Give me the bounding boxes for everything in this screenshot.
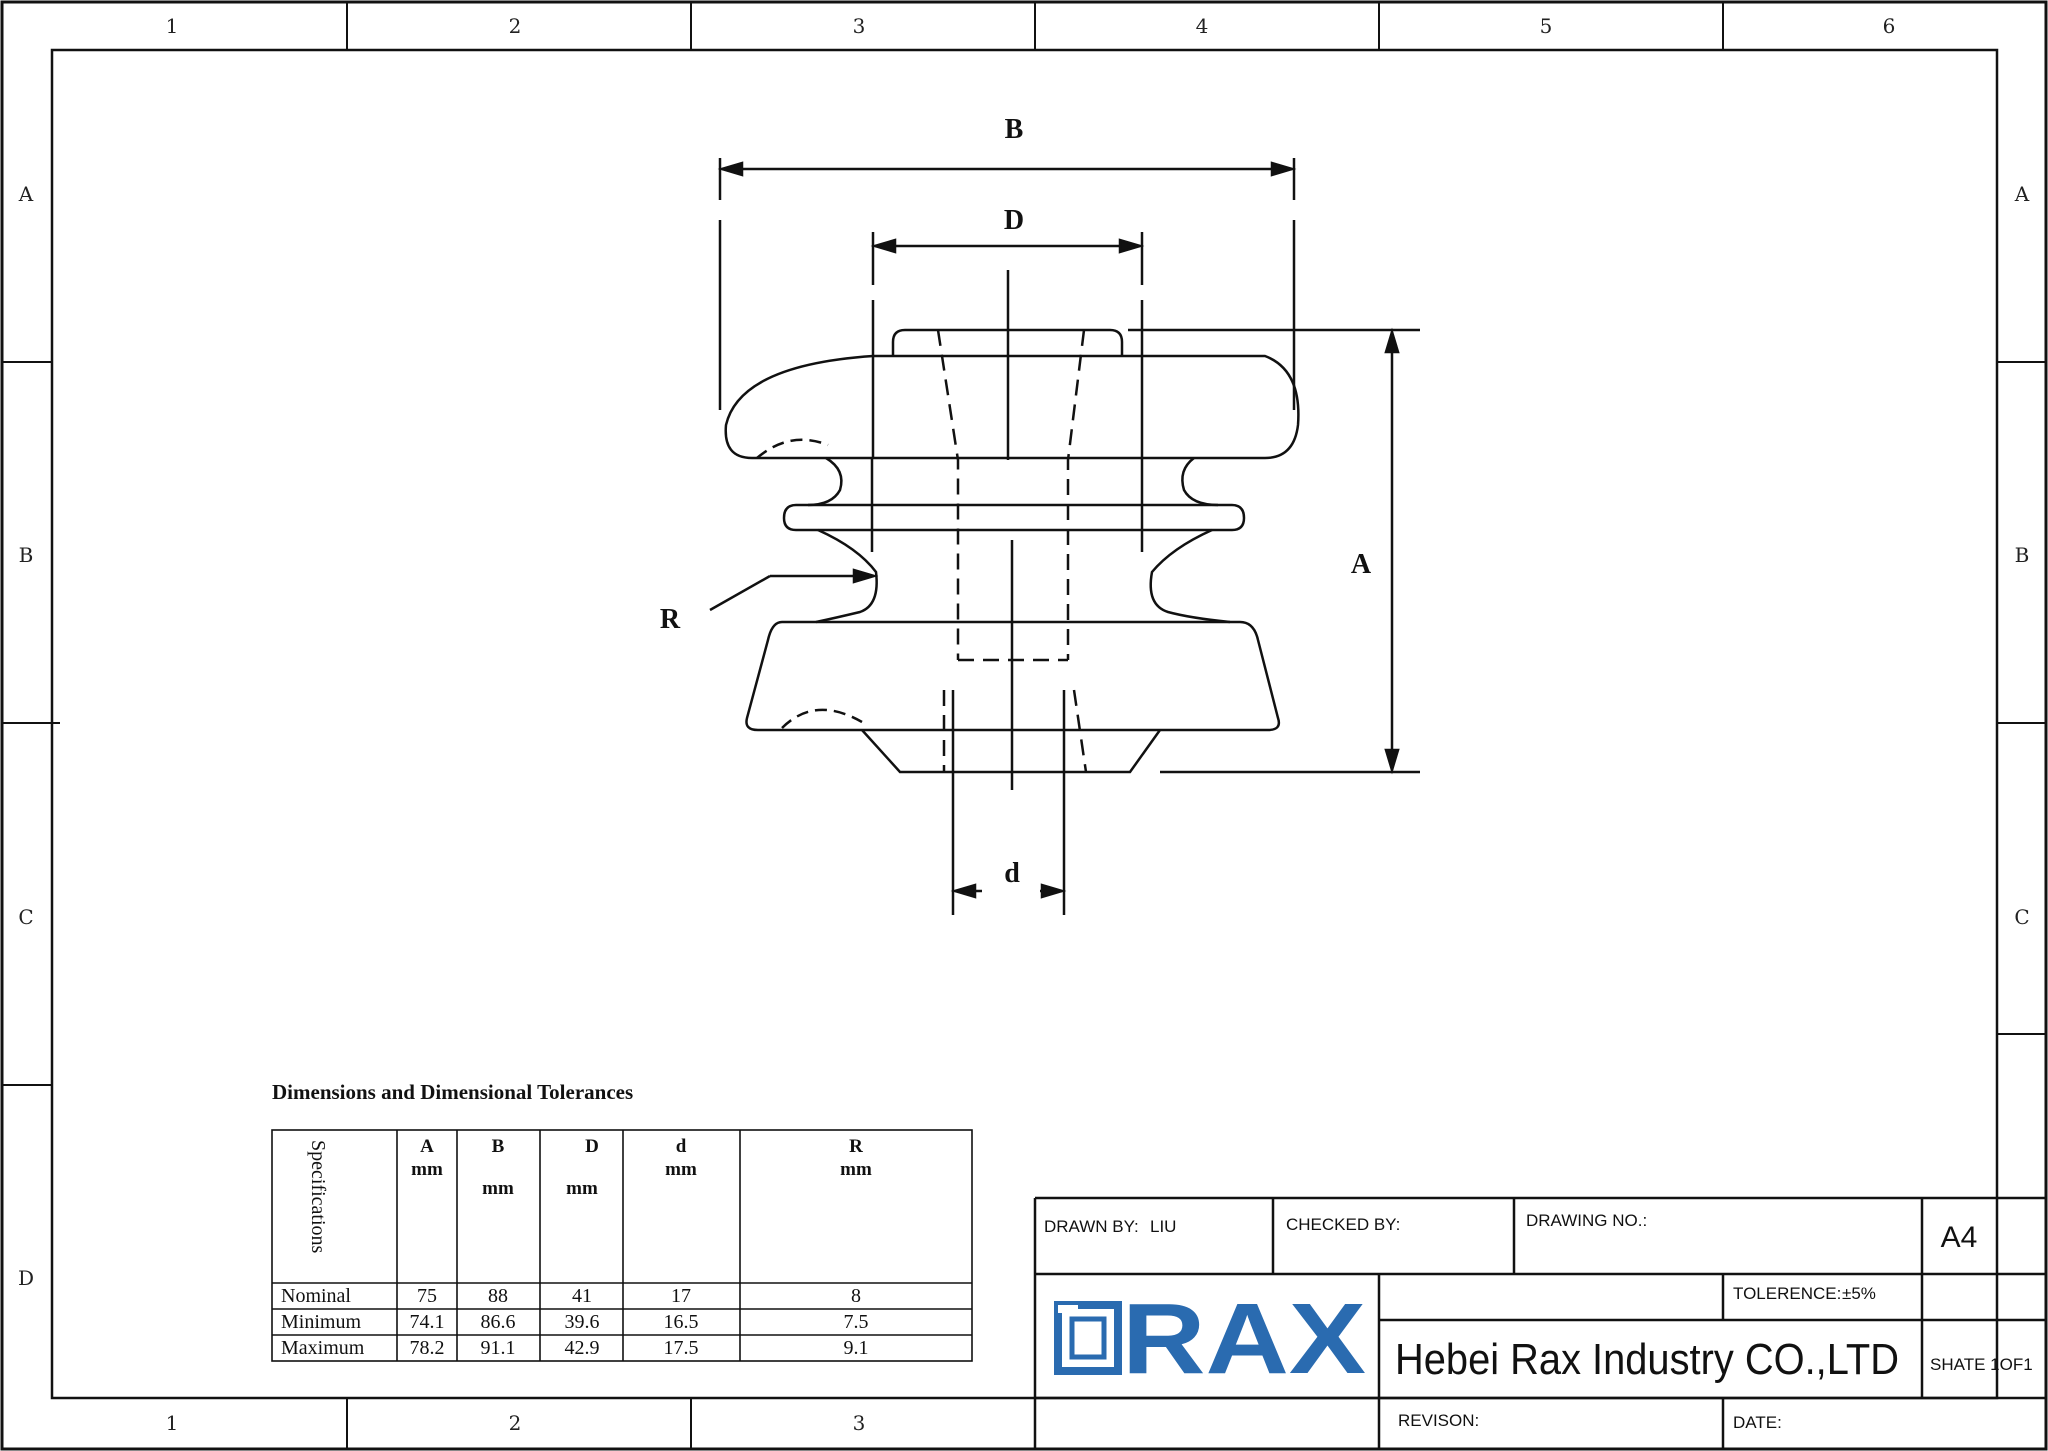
header-b-unit: mm — [482, 1178, 514, 1199]
header-small-d-letter: d — [676, 1136, 687, 1157]
table-cell: 78.2 — [410, 1337, 445, 1359]
column-label: 2 — [509, 14, 522, 38]
table-cell: 17 — [671, 1285, 691, 1307]
row-label: B — [2015, 543, 2030, 567]
table-row: Maximum 78.2 91.1 42.9 17.5 9.1 — [281, 1337, 869, 1359]
header-b-letter: B — [492, 1136, 505, 1157]
revision-label: REVISON: — [1398, 1411, 1479, 1430]
table-cell: 9.1 — [844, 1337, 869, 1359]
dimension-small-d-label: d — [1004, 858, 1020, 889]
column-label: 5 — [1540, 14, 1553, 38]
zone-labels: 1 2 3 4 5 6 1 2 3 A B C D A B C — [18, 14, 2030, 1435]
dimension-a — [1128, 327, 1420, 775]
column-label: 4 — [1196, 14, 1209, 38]
table-cell: 74.1 — [410, 1311, 445, 1333]
table-row: Nominal 75 88 41 17 8 — [281, 1285, 861, 1307]
column-label: 3 — [853, 1411, 866, 1435]
row-label: C — [2014, 905, 2029, 929]
table-cell: 88 — [488, 1285, 508, 1307]
column-label: 6 — [1883, 14, 1896, 38]
radius-leader — [709, 568, 879, 612]
table-cell: 75 — [417, 1285, 437, 1307]
row-label: Maximum — [281, 1337, 365, 1359]
sheet-number: SHATE 1OF1 — [1930, 1355, 2033, 1374]
dimensions-table: Specifications A mm B mm D mm d mm R mm … — [271, 1129, 973, 1362]
header-d-unit: mm — [566, 1178, 598, 1199]
row-label: A — [18, 182, 34, 206]
specifications-header: Specifications — [307, 1140, 329, 1254]
drawn-by-label: DRAWN BY: — [1044, 1217, 1139, 1236]
row-label: C — [18, 905, 33, 929]
table-cell: 39.6 — [565, 1311, 600, 1333]
table-cell: 7.5 — [844, 1311, 869, 1333]
sheet-size: A4 — [1941, 1221, 1978, 1254]
header-small-d-unit: mm — [665, 1159, 697, 1180]
drawn-by-value: LIU — [1150, 1217, 1176, 1236]
radius-label: R — [660, 604, 681, 635]
date-label: DATE: — [1733, 1413, 1782, 1432]
header-r-letter: R — [849, 1136, 863, 1157]
tolerance-label: TOLERENCE: — [1733, 1284, 1841, 1303]
header-a-letter: A — [420, 1136, 434, 1157]
table-cell: 8 — [851, 1285, 861, 1307]
table-row: Minimum 74.1 86.6 39.6 16.5 7.5 — [281, 1311, 869, 1333]
header-a-unit: mm — [411, 1159, 443, 1180]
row-label: D — [18, 1266, 34, 1290]
checked-by-label: CHECKED BY: — [1286, 1215, 1400, 1234]
tolerance-value: ±5% — [1842, 1284, 1876, 1303]
table-cell: 91.1 — [481, 1337, 516, 1359]
column-label: 3 — [853, 14, 866, 38]
table-cell: 41 — [572, 1285, 592, 1307]
dimension-d — [870, 232, 1145, 458]
dimension-d-label: D — [1004, 205, 1024, 236]
center-line — [1006, 270, 1014, 790]
column-label: 2 — [509, 1411, 522, 1435]
title-block: DRAWN BY: LIU CHECKED BY: DRAWING NO.: A… — [1033, 1196, 2046, 1449]
column-label: 1 — [166, 14, 179, 38]
dimension-small-d — [950, 690, 1067, 915]
row-label: Nominal — [281, 1285, 351, 1307]
header-d-letter: D — [585, 1136, 599, 1157]
dimension-a-label: A — [1351, 549, 1372, 580]
row-label: A — [2014, 182, 2030, 206]
table-cell: 17.5 — [664, 1337, 699, 1359]
rax-logo: RAX — [1054, 1283, 1366, 1395]
dimension-b-label: B — [1005, 114, 1024, 145]
company-name: Hebei Rax Industry CO.,LTD — [1395, 1335, 1899, 1384]
table-cell: 86.6 — [481, 1311, 516, 1333]
table-title: Dimensions and Dimensional Tolerances — [272, 1080, 633, 1104]
insulator-outline — [724, 328, 1300, 774]
dimension-b — [717, 158, 1297, 410]
drawing-no-label: DRAWING NO.: — [1526, 1211, 1647, 1230]
table-cell: 16.5 — [664, 1311, 699, 1333]
column-label: 1 — [166, 1411, 179, 1435]
logo-wordmark: RAX — [1122, 1283, 1366, 1395]
header-r-unit: mm — [840, 1159, 872, 1180]
row-label: B — [19, 543, 34, 567]
table-cell: 42.9 — [565, 1337, 600, 1359]
row-label: Minimum — [281, 1311, 361, 1333]
